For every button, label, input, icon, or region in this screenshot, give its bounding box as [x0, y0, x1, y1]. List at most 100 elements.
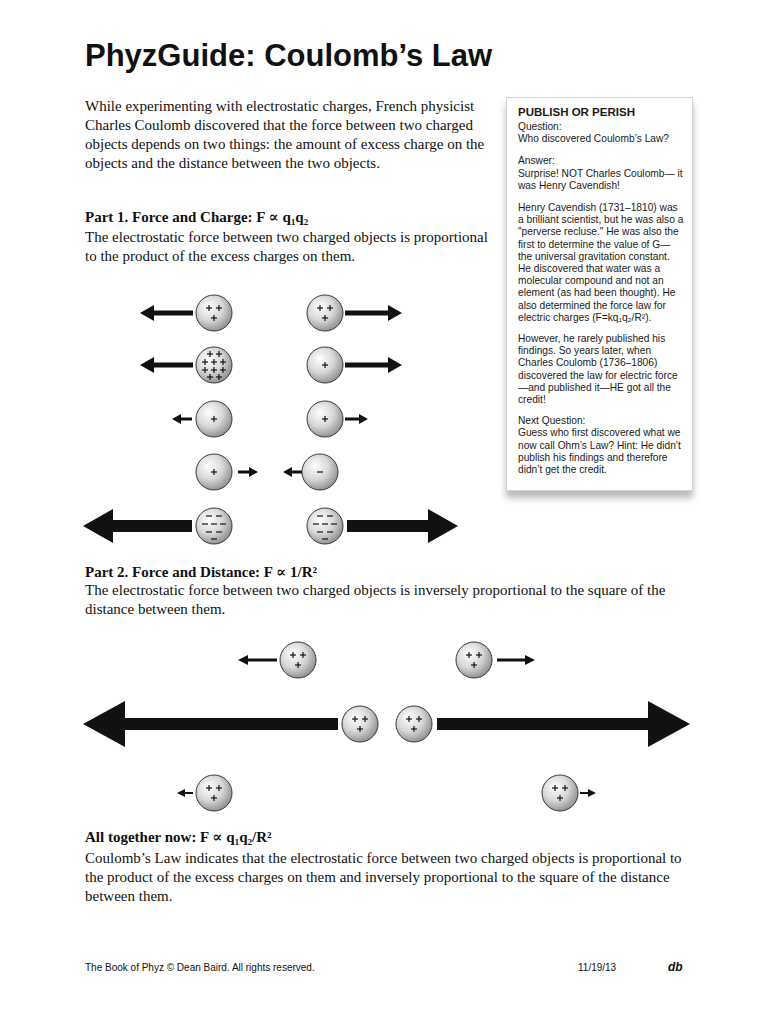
body-text: The electrostatic force between two char…	[85, 581, 685, 619]
charge-sign	[468, 652, 469, 658]
charge-sign	[213, 315, 214, 321]
force-arrow	[347, 509, 458, 543]
charge-sign	[202, 523, 208, 524]
charge-sign	[329, 305, 330, 311]
force-arrow	[345, 357, 402, 373]
box-text: Next Question:	[518, 415, 684, 427]
charge-sign	[222, 367, 223, 373]
charge-sign	[559, 795, 560, 801]
charge-sign	[206, 531, 212, 532]
force-arrow	[580, 789, 596, 797]
box-heading: PUBLISH OR PERISH	[518, 105, 684, 119]
charge-sign	[211, 538, 217, 539]
box-text: Answer:	[518, 155, 684, 167]
charge-sign	[317, 471, 323, 472]
charged-sphere	[456, 642, 492, 678]
force-arrow	[345, 414, 368, 424]
charged-sphere	[307, 508, 343, 544]
footer-text: The Book of Phyz © Dean Baird. All right…	[85, 962, 485, 973]
charge-sign	[209, 351, 210, 357]
charge-sign	[313, 523, 319, 524]
charge-sign	[211, 523, 217, 524]
charge-sign	[322, 523, 328, 524]
charge-sign	[204, 359, 205, 365]
force-arrow	[177, 789, 193, 797]
charge-sign	[418, 716, 419, 722]
charge-sign	[324, 315, 325, 321]
charge-sign	[327, 531, 333, 532]
box-text: However, he rarely published his finding…	[518, 333, 684, 406]
charge-sign	[478, 652, 479, 658]
sidebar-box: PUBLISH OR PERISHQuestion:Who discovered…	[506, 97, 693, 491]
charge-sign	[327, 515, 333, 516]
charge-sign	[302, 652, 303, 658]
box-text: Question:	[518, 121, 684, 133]
footer-date: 11/19/13	[578, 962, 658, 973]
charge-sign	[564, 785, 565, 791]
charge-sign	[322, 538, 328, 539]
charge-sign	[220, 523, 226, 524]
box-text: Guess who first discovered what we now c…	[518, 427, 684, 476]
charge-sign	[213, 795, 214, 801]
force-arrows	[83, 305, 690, 797]
force-arrow	[283, 467, 302, 477]
force-arrow	[172, 414, 192, 424]
charge-sign	[324, 362, 325, 368]
charge-sign	[218, 785, 219, 791]
charge-sign	[317, 515, 323, 516]
charge-sign	[359, 726, 360, 732]
charge-sign	[216, 515, 222, 516]
page-title: PhyzGuide: Coulomb’s Law	[85, 38, 492, 74]
charge-sign	[209, 374, 210, 380]
body-text: Coulomb’s Law indicates that the electro…	[85, 849, 685, 906]
charge-sign	[413, 726, 414, 732]
charge-sign	[297, 662, 298, 668]
force-arrow	[345, 305, 402, 321]
force-arrow	[140, 357, 193, 373]
charge-sign	[222, 359, 223, 365]
charged-sphere	[196, 295, 232, 331]
charge-sign	[218, 305, 219, 311]
charged-sphere	[196, 454, 232, 490]
charge-sign	[213, 469, 214, 475]
charge-sign	[319, 305, 320, 311]
charge-sign	[473, 662, 474, 668]
body-text: The electrostatic force between two char…	[85, 228, 490, 266]
force-arrow	[83, 701, 338, 747]
section-heading: Part 1. Force and Charge: F ∝ q₁q₂	[85, 208, 505, 227]
force-arrow	[238, 655, 277, 665]
charged-sphere	[542, 775, 578, 811]
force-arrow	[497, 655, 535, 665]
charge-sign	[208, 785, 209, 791]
charged-sphere	[302, 454, 338, 490]
charged-sphere	[196, 508, 232, 544]
charge-sign	[218, 374, 219, 380]
charge-sign	[554, 785, 555, 791]
box-text: Henry Cavendish (1731–1810) was a brilli…	[518, 202, 684, 324]
charge-sign	[204, 367, 205, 373]
charge-sign	[216, 531, 222, 532]
footer-logo: db	[668, 960, 698, 974]
charge-sign	[213, 359, 214, 365]
charge-sign	[364, 716, 365, 722]
charge-sign	[354, 716, 355, 722]
charge-sign	[324, 416, 325, 422]
charge-sign	[218, 351, 219, 357]
charge-sign	[292, 652, 293, 658]
section-heading: Part 2. Force and Distance: F ∝ 1/R²	[85, 563, 685, 582]
force-arrow	[83, 509, 192, 543]
charge-sign	[213, 416, 214, 422]
intro-paragraph: While experimenting with electrostatic c…	[85, 97, 485, 173]
charge-sign	[408, 716, 409, 722]
charge-sign	[317, 531, 323, 532]
charged-sphere	[307, 401, 343, 437]
force-arrow	[437, 701, 690, 747]
charged-sphere	[307, 295, 343, 331]
charged-sphere	[307, 347, 343, 383]
charged-sphere	[196, 775, 232, 811]
section-heading: All together now: F ∝ q₁q₂/R²	[85, 828, 685, 847]
force-arrow	[238, 467, 258, 477]
charge-sign	[213, 367, 214, 373]
charge-sign	[331, 523, 337, 524]
